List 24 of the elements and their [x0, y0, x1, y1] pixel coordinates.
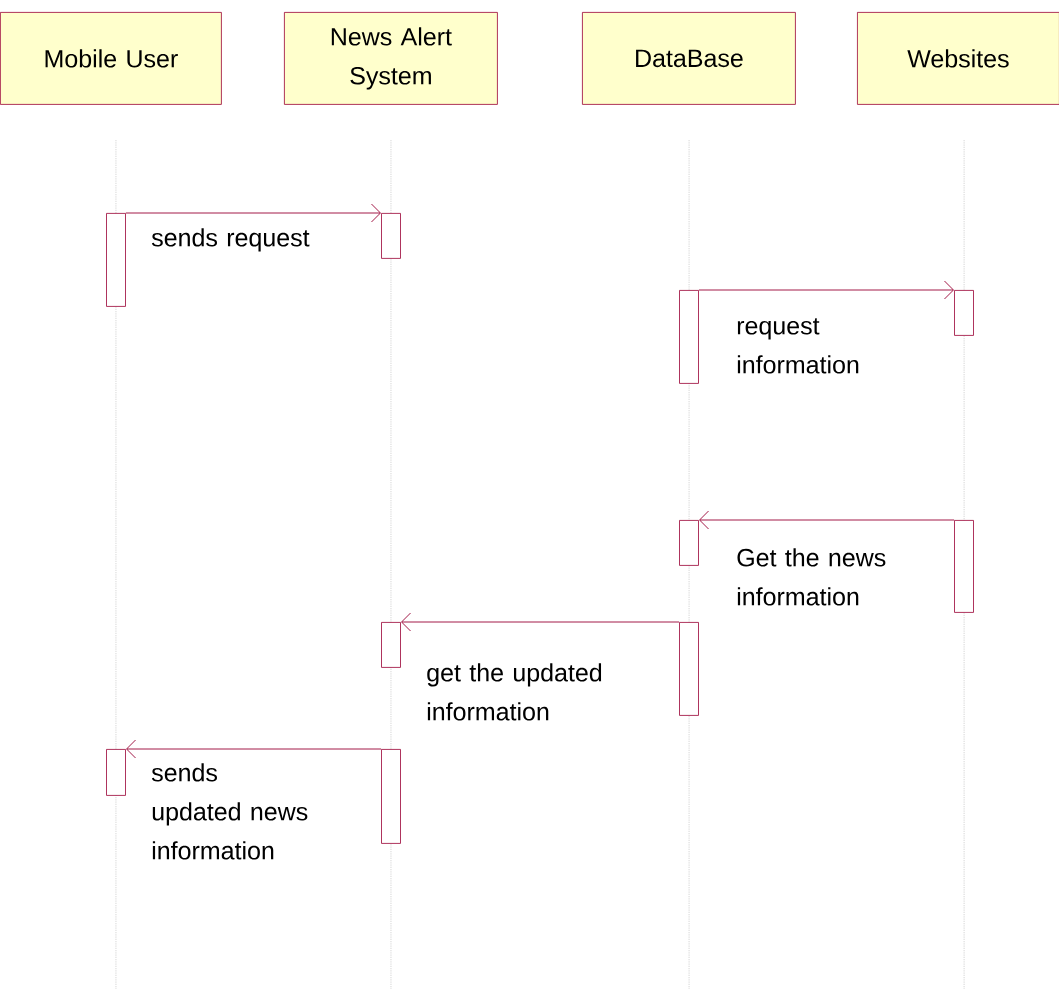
activation-bar: [106, 749, 126, 796]
participant-box: Websites: [857, 12, 1059, 105]
activation-bar: [679, 290, 699, 384]
message-arrow: [126, 739, 382, 759]
message-arrow: [401, 612, 680, 632]
activation-bar: [954, 520, 974, 613]
activation-bar: [679, 622, 699, 716]
participant-box: News Alert System: [284, 12, 498, 105]
message-arrow: [699, 510, 955, 530]
message-arrow: [125, 203, 381, 223]
message-label: get the updated information: [427, 663, 602, 721]
message-label: Get the news information: [737, 548, 886, 606]
activation-bar: [106, 213, 126, 307]
activation-bar: [679, 520, 699, 566]
activation-bar: [381, 213, 401, 259]
message-label: sends request: [151, 228, 310, 252]
participant-box: Mobile User: [0, 12, 222, 105]
participant-box: DataBase: [582, 12, 796, 105]
message-label: sends updated news information: [151, 763, 308, 860]
message-label: request information: [737, 318, 859, 374]
message-arrow: [698, 280, 954, 300]
activation-bar: [381, 749, 401, 844]
activation-bar: [381, 622, 401, 668]
activation-bar: [954, 290, 974, 336]
